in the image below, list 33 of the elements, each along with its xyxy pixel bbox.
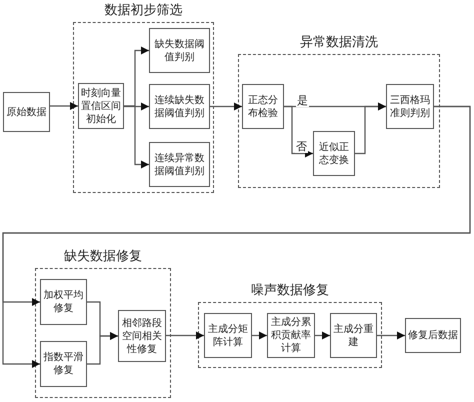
process-box: 原始数据 — [3, 92, 50, 132]
arrow — [210, 102, 242, 110]
process-box: 修复后数据 — [405, 318, 461, 353]
group-title: 缺失数据修复 — [63, 248, 143, 266]
arrow — [355, 102, 386, 154]
process-box: 正态分布检验 — [242, 84, 284, 129]
process-box: 三西格玛准则判别 — [386, 84, 434, 129]
process-box: 近似正态变换 — [313, 131, 355, 176]
arrow — [315, 332, 330, 340]
arrow — [166, 332, 204, 340]
arrow — [50, 102, 78, 110]
arrow — [124, 102, 149, 110]
process-box: 主成分累积贡献率计算 — [267, 313, 315, 358]
edge-label: 是 — [296, 94, 309, 107]
arrow — [87, 332, 118, 365]
edge-label: 否 — [295, 140, 308, 153]
group-title: 噪声数据修复 — [250, 282, 330, 300]
arrow — [2, 106, 471, 368]
process-box: 连续缺失数据阈值判别 — [149, 84, 210, 129]
process-box: 相邻路段空间相关性修复 — [118, 310, 166, 362]
arrow — [252, 332, 267, 340]
process-box: 主成分矩阵计算 — [204, 313, 252, 358]
group-title: 数据初步筛选 — [104, 2, 184, 20]
arrow — [284, 106, 313, 158]
arrow — [377, 332, 405, 340]
process-box: 指数平滑修复 — [40, 341, 87, 387]
group-title: 异常数据清洗 — [299, 34, 379, 52]
process-box: 连续异常数据阈值判别 — [149, 142, 210, 187]
arrow — [124, 105, 149, 168]
process-box: 加权平均修复 — [40, 279, 87, 325]
process-box: 缺失数据阈值判别 — [149, 28, 210, 73]
process-box: 主成分重建 — [330, 313, 377, 358]
process-box: 时刻向量置信区间初始化 — [78, 83, 124, 129]
